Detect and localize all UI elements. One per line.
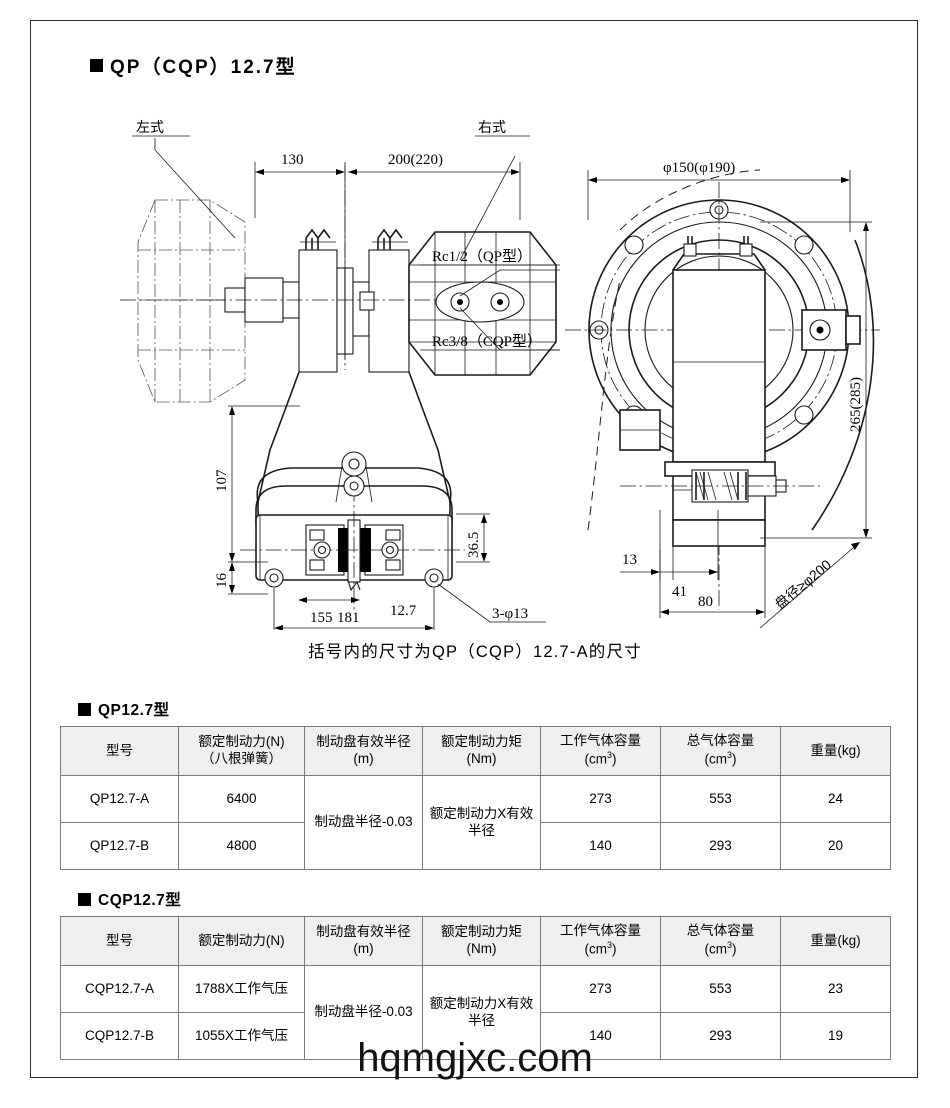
col-rated-torque: 额定制动力矩 (Nm) [422, 916, 541, 966]
cell-model: QP12.7-A [60, 775, 179, 823]
dim-265-285: 265(285) [848, 377, 864, 432]
site-watermark: hqmgjxc.com [357, 1036, 593, 1080]
col-effective-radius: 制动盘有效半径 (m) [304, 726, 423, 776]
col-working-gas-volume: 工作气体容量(cm3) [540, 726, 661, 776]
label-rc-qp: Rc1/2（QP型） [432, 248, 532, 265]
cell-model: CQP12.7-A [60, 965, 179, 1013]
table-row: CQP12.7-B 1055X工作气压 140 293 19 [60, 1012, 891, 1060]
table-header-row: 型号 额定制动力(N) 制动盘有效半径 (m) 额定制动力矩 (Nm) 工作气体… [60, 916, 891, 966]
cqp-table-heading: CQP12.7型 [78, 888, 181, 910]
qp-table-heading-text: QP12.7型 [98, 702, 170, 719]
label-disc-diameter: 盘径≥φ200 [772, 556, 835, 612]
col-weight: 重量(kg) [780, 916, 891, 966]
cell-force: 1788X工作气压 [178, 965, 305, 1013]
table-header-row: 型号 额定制动力(N) （八根弹簧） 制动盘有效半径 (m) 额定制动力矩 (N… [60, 726, 891, 776]
cell-weight: 24 [780, 775, 891, 823]
page-border [30, 20, 918, 1078]
drawing-caption: 括号内的尺寸为QP（CQP）12.7-A的尺寸 [308, 643, 642, 661]
cell-weight: 19 [780, 1012, 891, 1060]
table-row: CQP12.7-A 1788X工作气压 制动盘半径-0.03 额定制动力X有效 … [60, 965, 891, 1060]
dim-36-5: 36.5 [466, 532, 482, 558]
cell-total-volume: 553 [660, 965, 781, 1013]
cell-working-volume: 140 [540, 1012, 661, 1060]
page-title: QP（CQP）12.7型 [90, 52, 297, 79]
col-weight: 重量(kg) [780, 726, 891, 776]
dim-3-phi-13: 3-φ13 [492, 606, 528, 622]
dim-41: 41 [672, 584, 687, 600]
label-right-type: 右式 [478, 119, 506, 135]
cylinder-assembly [210, 228, 480, 373]
cell-working-volume: 273 [540, 775, 661, 823]
page-title-text: QP（CQP）12.7型 [110, 57, 297, 78]
qp-table-heading: QP12.7型 [78, 698, 170, 720]
cell-weight: 20 [780, 822, 891, 870]
cell-rated-torque: 额定制动力X有效 半径 [422, 775, 541, 870]
col-working-gas-volume: 工作气体容量(cm3) [540, 916, 661, 966]
table-row: QP12.7-B 4800 140 293 20 [60, 822, 891, 870]
col-total-gas-volume: 总气体容量(cm3) [660, 916, 781, 966]
col-model: 型号 [60, 916, 179, 966]
cell-total-volume: 553 [660, 775, 781, 823]
cell-effective-radius: 制动盘半径-0.03 [304, 965, 423, 1060]
side-view-assembly: φ150(φ190) [565, 160, 880, 629]
dim-130: 130 [281, 152, 304, 168]
bullet-square-icon [78, 702, 91, 716]
col-effective-radius: 制动盘有效半径 (m) [304, 916, 423, 966]
cell-working-volume: 273 [540, 965, 661, 1013]
cell-rated-torque: 额定制动力X有效 半径 [422, 965, 541, 1060]
bullet-square-icon [90, 59, 103, 72]
dim-155: 155 [310, 610, 333, 626]
dim-phi150: φ150(φ190) [663, 160, 735, 176]
dim-16: 16 [214, 573, 230, 589]
bullet-square-icon [78, 892, 91, 906]
dim-200-220: 200(220) [388, 152, 443, 168]
table-row: QP12.7-A 6400 制动盘半径-0.03 额定制动力X有效 半径 273… [60, 775, 891, 870]
cell-weight: 23 [780, 965, 891, 1013]
caliper-body-front-view [240, 371, 465, 610]
col-total-gas-volume: 总气体容量(cm3) [660, 726, 781, 776]
cqp-spec-table: 型号 额定制动力(N) 制动盘有效半径 (m) 额定制动力矩 (Nm) 工作气体… [60, 916, 891, 1060]
cell-model: QP12.7-B [60, 822, 179, 870]
cell-total-volume: 293 [660, 822, 781, 870]
cqp-table-heading-text: CQP12.7型 [98, 892, 182, 909]
dim-181: 181 [337, 610, 360, 626]
cell-working-volume: 140 [540, 822, 661, 870]
cell-total-volume: 293 [660, 1012, 781, 1060]
label-left-type: 左式 [136, 119, 164, 135]
qp-spec-table: 型号 额定制动力(N) （八根弹簧） 制动盘有效半径 (m) 额定制动力矩 (N… [60, 726, 891, 870]
dim-13: 13 [622, 552, 637, 568]
col-rated-force: 额定制动力(N) （八根弹簧） [178, 726, 305, 776]
cell-effective-radius: 制动盘半径-0.03 [304, 775, 423, 870]
dim-12-7: 12.7 [390, 603, 417, 619]
cell-force: 4800 [178, 822, 305, 870]
cell-model: CQP12.7-B [60, 1012, 179, 1060]
label-rc-cqp: Rc3/8（CQP型） [432, 333, 542, 350]
dim-80: 80 [698, 594, 713, 610]
dim-107: 107 [214, 469, 230, 492]
col-model: 型号 [60, 726, 179, 776]
cell-force: 1055X工作气压 [178, 1012, 305, 1060]
col-rated-torque: 额定制动力矩 (Nm) [422, 726, 541, 776]
cell-force: 6400 [178, 775, 305, 823]
technical-drawing: 左式 130 200(220) [60, 110, 900, 630]
col-rated-force: 额定制动力(N) [178, 916, 305, 966]
